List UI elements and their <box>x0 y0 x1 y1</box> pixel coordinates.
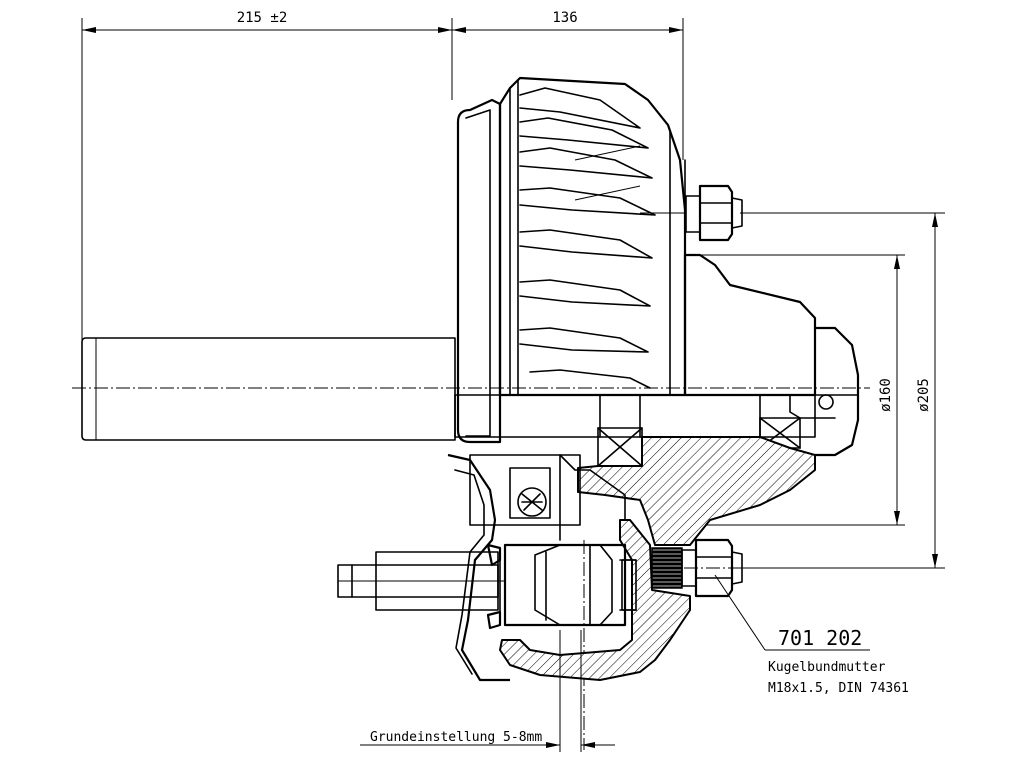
brake-backplate <box>447 453 626 682</box>
wheel-nut-lower <box>651 538 743 598</box>
dimension-shaft-length: 215 ±2 <box>237 10 288 26</box>
brake-camshaft <box>337 543 505 630</box>
dimension-rim-diameter: ø205 <box>916 378 932 412</box>
callout-part-spec: M18x1.5, DIN 74361 <box>768 681 909 696</box>
brake-wedge <box>503 543 637 627</box>
callout-part-number: 701 202 <box>778 626 862 650</box>
wheel-hub <box>683 253 860 457</box>
dimension-top: 215 ±2 136 <box>81 10 684 345</box>
part-callout: 701 202 Kugelbundmutter M18x1.5, DIN 743… <box>714 574 909 696</box>
dimension-right: ø160 ø205 <box>700 212 945 569</box>
hub-section-hatched <box>577 436 816 546</box>
note-adjustment: Grundeinstellung 5-8mm <box>370 730 542 745</box>
brake-drum <box>456 76 687 444</box>
brake-shoe-carrier-hatched <box>499 519 691 681</box>
hub-bearings <box>454 394 816 467</box>
dimension-hub-width: 136 <box>552 10 577 26</box>
callout-part-name: Kugelbundmutter <box>768 660 886 675</box>
wheel-nut-upper <box>640 184 743 242</box>
dimension-bolt-circle: ø160 <box>878 378 894 412</box>
axle-shaft <box>81 337 456 441</box>
dimension-adjustment: Grundeinstellung 5-8mm <box>360 630 615 752</box>
